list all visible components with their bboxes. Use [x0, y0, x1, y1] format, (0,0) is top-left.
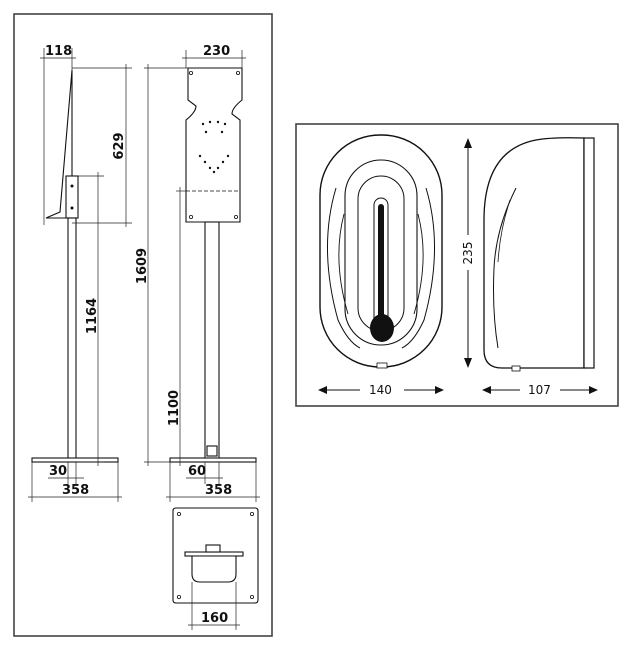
- stand-side-view: 118 629 1164 30 358: [28, 44, 132, 502]
- dim-base-width-side: 358: [62, 483, 89, 498]
- dim-post-height-side: 1164: [85, 298, 100, 334]
- front-post: [204, 221, 220, 461]
- dim-panel-height: 629: [112, 132, 127, 159]
- dim-post-width-front: 60: [188, 464, 206, 479]
- dim-dispenser-height: 235: [461, 242, 475, 265]
- dispenser-sensor: [370, 314, 394, 342]
- dim-dispenser-width: 140: [369, 383, 392, 397]
- dim-base-cutout: 160: [201, 611, 228, 626]
- side-post: [67, 217, 77, 461]
- dim-post-width: 30: [49, 464, 67, 479]
- dispenser-height-dim: 235: [461, 138, 475, 368]
- plate-cutout: [191, 555, 237, 583]
- side-base: [31, 457, 119, 463]
- dispenser-drawing-frame: [295, 123, 619, 407]
- plate-post-socket: [205, 544, 221, 553]
- dispenser-side-plate: [583, 137, 595, 369]
- front-back-plate: [185, 67, 243, 223]
- dim-side-width: 118: [45, 44, 72, 59]
- dim-front-width: 230: [203, 44, 230, 59]
- side-bracket: [65, 175, 79, 219]
- stand-drawing-frame: [13, 13, 273, 637]
- stand-front-view: 230 1609 1100 60 358: [135, 44, 260, 502]
- base-plate-top-view: 160: [172, 507, 259, 630]
- plate-bracket: [184, 551, 244, 557]
- dim-total-height: 1609: [135, 248, 150, 284]
- front-post-foot: [206, 445, 218, 457]
- dispenser-front-view: 140: [318, 134, 444, 397]
- dim-dispenser-depth: 107: [528, 383, 551, 397]
- dim-base-width-front: 358: [205, 483, 232, 498]
- mounting-holes: [198, 120, 230, 174]
- dim-post-height-front: 1100: [167, 390, 182, 426]
- dispenser-side-body: [483, 137, 585, 369]
- dispenser-side-view: 107: [482, 137, 598, 397]
- front-base: [169, 457, 257, 463]
